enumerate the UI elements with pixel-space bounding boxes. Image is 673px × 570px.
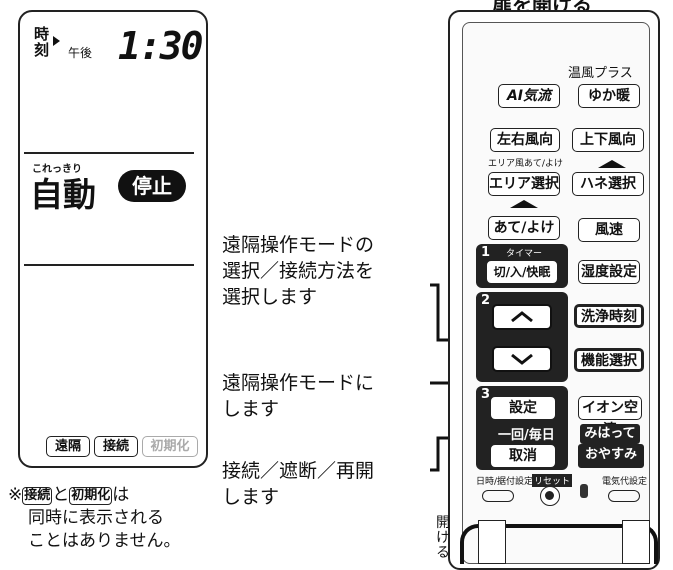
section-number-1: 1 <box>481 245 491 260</box>
up-triangle-icon <box>510 200 538 208</box>
ud-direction-button[interactable]: 上下風向 <box>572 128 644 152</box>
clock-set-label: 日時/据付設定 <box>476 477 534 487</box>
cancel-button[interactable]: 取消 <box>490 444 556 468</box>
up-arrow-button[interactable] <box>492 304 552 330</box>
clock-set-button[interactable] <box>482 490 514 502</box>
indicator-icon <box>580 484 588 498</box>
fan-speed-button[interactable]: 風速 <box>578 218 640 242</box>
timer-button[interactable]: 切/入/快眠 <box>486 260 558 284</box>
callout-line: 遠隔操作モードの <box>222 234 375 256</box>
callout-line: 選択します <box>222 286 318 308</box>
hinge-right <box>622 520 650 564</box>
hane-select-button[interactable]: ハネ選択 <box>572 172 644 196</box>
footnote: ※接続と初期化は 同時に表示される ことはありません。 <box>8 484 181 553</box>
badge-connect: 接続 <box>94 436 138 457</box>
hinge-left <box>478 520 506 564</box>
lcd-triangle-icon <box>53 36 60 46</box>
lcd-mode: 自動 <box>30 175 96 214</box>
lcd-ampm: 午後 <box>68 46 93 60</box>
humidity-button[interactable]: 湿度設定 <box>578 260 640 284</box>
mihatte-label: みはって <box>580 424 640 444</box>
once-daily-label: 一回/毎日 <box>498 428 555 443</box>
callout-line: 選択／接続方法を <box>222 260 375 282</box>
up-triangle-icon <box>598 160 626 168</box>
note-text: と <box>52 485 70 505</box>
lcd-clock: 1:30 <box>118 24 204 68</box>
lr-direction-button[interactable]: 左右風向 <box>490 128 560 152</box>
elec-cost-button[interactable] <box>608 490 640 502</box>
down-arrow-button[interactable] <box>492 346 552 372</box>
callout-line: 遠隔操作モードに <box>222 372 375 394</box>
elec-cost-label: 電気代設定 <box>602 477 648 487</box>
open-label: 開ける <box>436 515 450 561</box>
area-select-button[interactable]: エリア選択 <box>488 172 560 196</box>
lcd-divider <box>24 264 194 266</box>
callout-mode-select: 遠隔操作モードの 選択／接続方法を 選択します <box>222 232 374 310</box>
note-line: ことはありません。 <box>28 531 181 551</box>
reset-button[interactable] <box>540 486 560 506</box>
yuka-dan-button[interactable]: ゆか暖 <box>578 84 640 108</box>
note-badge-init: 初期化 <box>69 487 113 505</box>
callout-line: 接続／遮断／再開 <box>222 460 375 482</box>
note-mark: ※ <box>8 485 23 505</box>
ate-yoke-button[interactable]: あて/よけ <box>488 216 560 240</box>
badge-init: 初期化 <box>142 436 198 457</box>
note-badge-connect: 接続 <box>22 487 53 505</box>
wash-time-button[interactable]: 洗浄時刻 <box>574 304 644 328</box>
set-button[interactable]: 設定 <box>490 396 556 420</box>
callout-line: します <box>222 486 280 508</box>
ai-airflow-button[interactable]: AI気流 <box>498 84 560 108</box>
chevron-up-icon <box>511 311 533 323</box>
note-text: は <box>112 485 130 505</box>
lcd-display <box>18 10 208 468</box>
note-line: 同時に表示される <box>28 508 164 528</box>
ion-clean-button[interactable]: イオン空清 <box>578 396 642 438</box>
lcd-divider <box>24 152 194 154</box>
warm-plus-label: 温風プラス <box>568 66 633 81</box>
function-select-button[interactable]: 機能選択 <box>574 348 644 372</box>
reset-label: リセット <box>532 474 573 487</box>
area-hint-label: エリア風あて/よけ <box>488 159 563 169</box>
callout-line: します <box>222 398 280 420</box>
chevron-down-icon <box>511 353 533 365</box>
lid-edge[interactable] <box>460 524 658 564</box>
lcd-status: 停止 <box>118 170 186 202</box>
section-number-3: 3 <box>481 387 491 402</box>
lcd-koreki: これっきり <box>32 164 82 175</box>
callout-connect: 接続／遮断／再開 します <box>222 458 374 510</box>
callout-remote-mode: 遠隔操作モードに します <box>222 370 374 422</box>
lcd-time-label: 時刻 <box>34 25 50 59</box>
oyasumi-button[interactable]: おやすみ <box>578 444 644 468</box>
section-number-2: 2 <box>481 293 491 308</box>
timer-label: タイマー <box>506 249 543 259</box>
badge-remote: 遠隔 <box>46 436 90 457</box>
